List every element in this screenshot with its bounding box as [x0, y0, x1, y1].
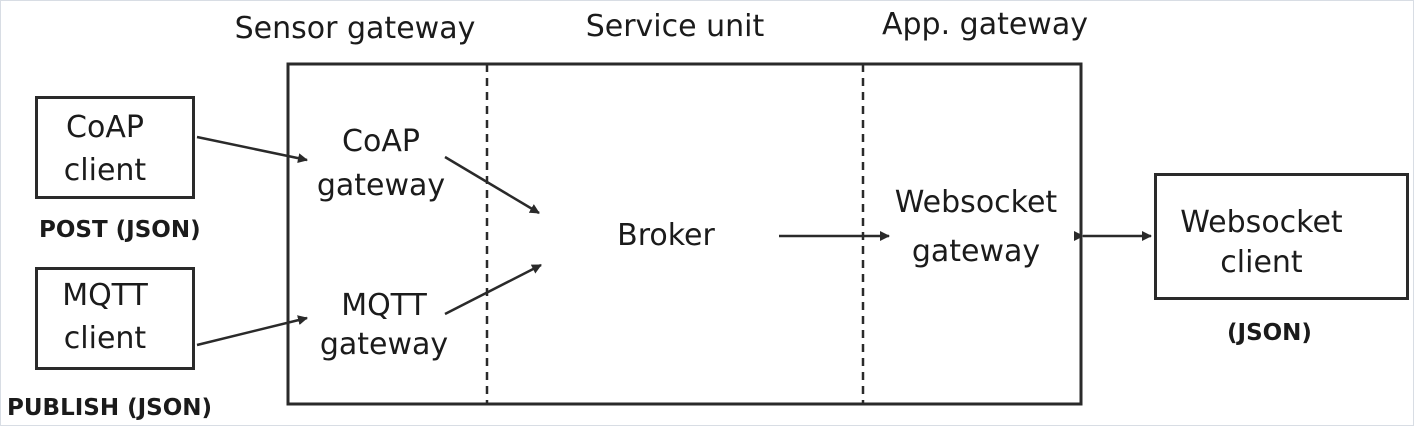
mqtt-client-line1: MQTT [62, 278, 148, 313]
websocket-client-caption: (JSON) [1227, 320, 1312, 346]
arrow-mqtt-client-to-gateway [196, 315, 308, 347]
coap-client-caption: POST (JSON) [39, 217, 201, 243]
websocket-client-line2: client [1220, 245, 1303, 280]
coap-client-line1: CoAP [66, 110, 144, 145]
mqtt-client-caption: PUBLISH (JSON) [7, 395, 213, 421]
arrow-mqtt-gateway-to-broker [444, 263, 542, 316]
section-heading-app-gateway: App. gateway [881, 7, 1088, 42]
section-heading-service-unit: Service unit [585, 9, 765, 44]
coap-gateway-line1: CoAP [342, 124, 420, 159]
coap-client-box [35, 96, 195, 199]
mqtt-gateway-line2: gateway [319, 327, 449, 362]
broker-label: Broker [617, 218, 715, 253]
coap-gateway-line2: gateway [316, 168, 446, 203]
coap-client-line2: client [63, 153, 147, 188]
websocket-client-line1: Websocket [1180, 205, 1343, 240]
mqtt-client-box [35, 267, 195, 370]
mqtt-gateway-line1: MQTT [341, 288, 427, 323]
websocket-gateway-line1: Websocket [894, 185, 1058, 220]
mqtt-client-line2: client [63, 321, 147, 356]
arrow-coap-gateway-to-broker [444, 155, 540, 215]
section-heading-sensor-gateway: Sensor gateway [234, 11, 476, 46]
arrow-coap-client-to-gateway [196, 135, 308, 164]
websocket-client-box [1154, 173, 1409, 300]
websocket-gateway-line2: gateway [911, 234, 1041, 269]
